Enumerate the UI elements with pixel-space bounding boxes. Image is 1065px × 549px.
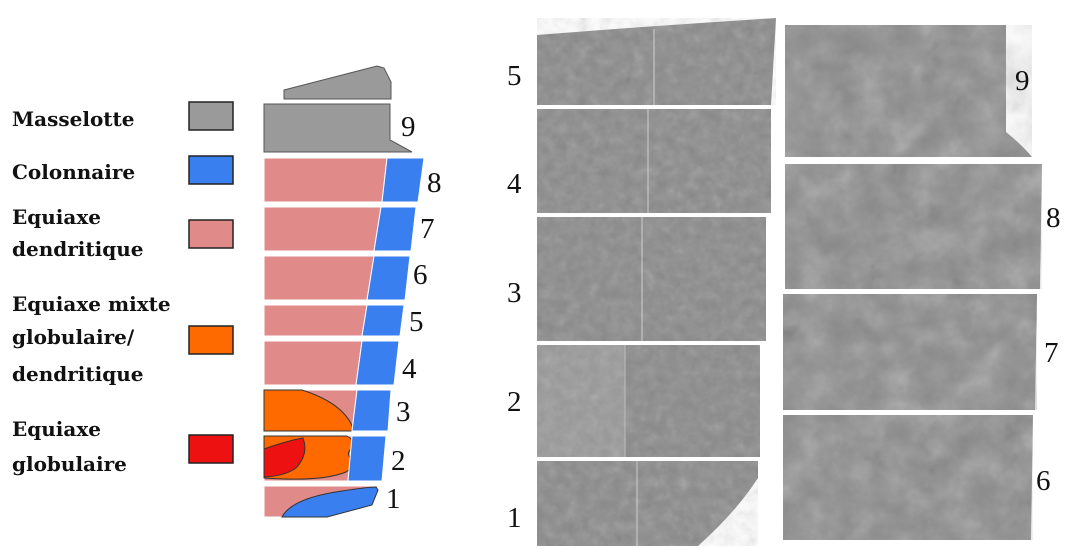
micrograph-1 (537, 461, 758, 546)
micrograph-9 (785, 25, 1032, 157)
schematic-label-7: 7 (420, 213, 435, 245)
legend-line: dendritique (12, 237, 143, 261)
legend-line: globulaire/ (12, 325, 135, 349)
micrograph-5 (537, 18, 776, 105)
legend-line: Colonnaire (12, 160, 135, 184)
section-7-columnar (373, 206, 417, 252)
legend-swatch-equiaxe-globulaire (188, 434, 234, 464)
legend-line: Equiaxe (12, 205, 101, 229)
schematic-label-8: 8 (427, 167, 442, 199)
schematic-label-4: 4 (402, 353, 417, 385)
legend-item-masselotte: Masselotte (12, 101, 234, 131)
schematic-label-1: 1 (386, 483, 401, 515)
micrograph-8 (785, 164, 1042, 289)
legend-label-colonnaire: Colonnaire (12, 160, 135, 184)
micrograph-labels: 5 4 3 2 1 9 8 7 6 (507, 60, 1061, 534)
schematic-label-6: 6 (413, 259, 428, 291)
section-2-columnar (347, 435, 387, 482)
section-8-dendritic (263, 157, 388, 203)
section-5-dendritic (263, 304, 368, 337)
legend-item-equiaxe-mixte: Equiaxe mixte globulaire/ dendritique (12, 292, 234, 386)
legend-label-equiaxe-dendritique: Equiaxe dendritique (12, 205, 143, 261)
legend-label-masselotte: Masselotte (12, 107, 134, 131)
schematic-label-9: 9 (401, 111, 416, 143)
micrograph-label-6: 6 (1036, 465, 1051, 497)
section-7-dendritic (263, 206, 382, 252)
legend-swatch-equiaxe-dendritique (188, 219, 234, 249)
schematic-label-5: 5 (409, 306, 424, 338)
legend-item-equiaxe-dendritique: Equiaxe dendritique (12, 205, 234, 261)
micrograph-3 (537, 217, 766, 341)
schematic-labels: 9 8 7 6 5 4 3 2 1 (386, 111, 442, 515)
micrograph-label-2: 2 (507, 386, 522, 418)
section-6-columnar (366, 255, 411, 301)
micrograph-label-4: 4 (507, 168, 522, 200)
micrograph-label-9: 9 (1015, 65, 1030, 97)
legend-item-colonnaire: Colonnaire (12, 155, 234, 185)
legend-item-equiaxe-globulaire: Equiaxe globulaire (12, 417, 234, 476)
section-6-dendritic (263, 255, 375, 301)
ingot-schematic (263, 65, 425, 518)
legend-swatch-equiaxe-mixte (188, 325, 234, 355)
schematic-label-3: 3 (396, 396, 411, 428)
micrograph-label-5: 5 (507, 60, 522, 92)
micrograph-6 (783, 415, 1033, 540)
riser-top-wedge (283, 65, 392, 100)
section-4-columnar (355, 340, 400, 386)
section-4-dendritic (263, 340, 363, 386)
legend-line: Masselotte (12, 107, 134, 131)
schematic-label-2: 2 (391, 445, 406, 477)
section-5-columnar (361, 304, 405, 337)
micrograph-column-left (537, 18, 776, 546)
micrograph-column-right (783, 25, 1042, 540)
micrograph-label-7: 7 (1044, 337, 1059, 369)
section-9-masselotte (263, 103, 413, 153)
legend-swatch-colonnaire (188, 155, 234, 185)
legend-label-equiaxe-globulaire: Equiaxe globulaire (12, 417, 127, 476)
legend-line: globulaire (12, 452, 127, 476)
legend-line: Equiaxe (12, 417, 101, 441)
legend-line: dendritique (12, 362, 143, 386)
legend: Masselotte Colonnaire Equiaxe dendritiqu… (12, 101, 234, 476)
legend-line: Equiaxe mixte (12, 292, 171, 316)
micrograph-label-8: 8 (1046, 202, 1061, 234)
micrograph-7 (783, 294, 1037, 410)
legend-label-equiaxe-mixte: Equiaxe mixte globulaire/ dendritique (12, 292, 178, 386)
micrograph-label-3: 3 (507, 277, 522, 309)
micrograph-2 (537, 345, 760, 457)
micrograph-label-1: 1 (507, 502, 522, 534)
section-8-columnar (381, 157, 425, 203)
legend-swatch-masselotte (188, 101, 234, 131)
section-1-columnar (281, 486, 379, 518)
micrograph-4 (537, 109, 771, 213)
section-2-globular (263, 437, 306, 478)
section-3-columnar (351, 389, 392, 432)
